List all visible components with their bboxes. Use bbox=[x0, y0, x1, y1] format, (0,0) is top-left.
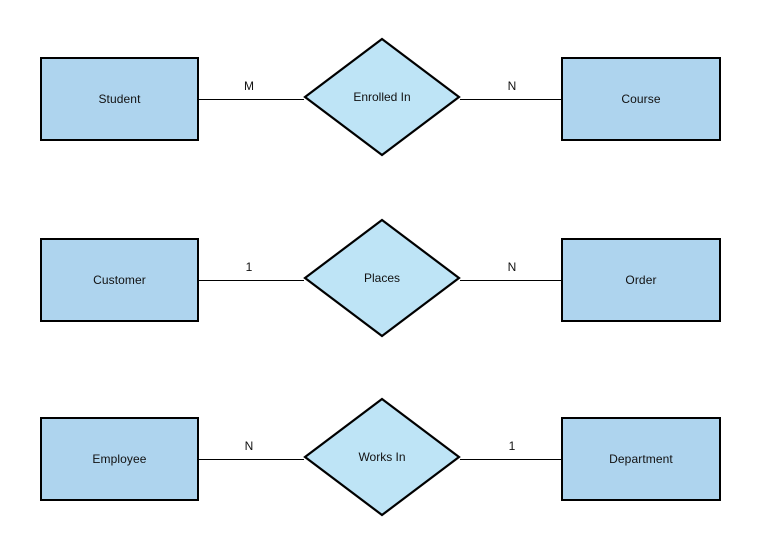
diamond-shape bbox=[303, 397, 461, 517]
diamond-shape bbox=[303, 218, 461, 338]
relationship-enrolled-in[interactable]: Enrolled In bbox=[303, 37, 461, 157]
connector-line-left bbox=[199, 459, 304, 460]
connector-line-left bbox=[199, 99, 304, 100]
connector-line-right bbox=[460, 459, 561, 460]
entity-course[interactable]: Course bbox=[561, 57, 721, 141]
cardinality-left: M bbox=[244, 79, 254, 93]
connector-line-right bbox=[460, 280, 561, 281]
er-relationship-row: Student M Enrolled In N Course bbox=[0, 37, 761, 180]
entity-label: Course bbox=[621, 92, 661, 106]
entity-label: Customer bbox=[93, 273, 146, 287]
cardinality-right: 1 bbox=[508, 439, 516, 453]
entity-label: Employee bbox=[92, 452, 147, 466]
connector-line-left bbox=[199, 280, 304, 281]
entity-employee[interactable]: Employee bbox=[40, 417, 199, 501]
entity-department[interactable]: Department bbox=[561, 417, 721, 501]
entity-label: Student bbox=[98, 92, 141, 106]
entity-student[interactable]: Student bbox=[40, 57, 199, 141]
er-relationship-row: Employee N Works In 1 Department bbox=[0, 397, 761, 540]
connector-line-right bbox=[460, 99, 561, 100]
cardinality-right: N bbox=[507, 79, 517, 93]
cardinality-right: N bbox=[507, 260, 517, 274]
relationship-works-in[interactable]: Works In bbox=[303, 397, 461, 517]
entity-customer[interactable]: Customer bbox=[40, 238, 199, 322]
diamond-shape bbox=[303, 37, 461, 157]
relationship-places[interactable]: Places bbox=[303, 218, 461, 338]
entity-label: Order bbox=[625, 273, 657, 287]
er-relationship-row: Customer 1 Places N Order bbox=[0, 218, 761, 361]
cardinality-left: 1 bbox=[245, 260, 253, 274]
entity-order[interactable]: Order bbox=[561, 238, 721, 322]
cardinality-left: N bbox=[244, 439, 254, 453]
entity-label: Department bbox=[609, 452, 673, 466]
